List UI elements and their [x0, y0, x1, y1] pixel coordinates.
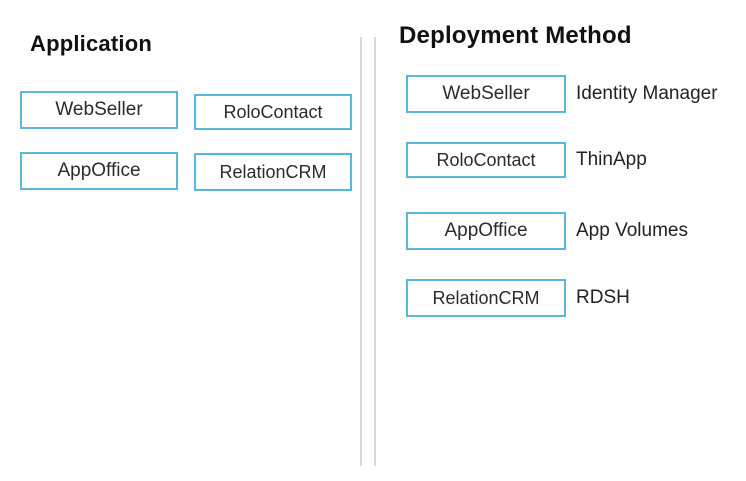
column-divider-line — [360, 37, 362, 466]
application-item-appoffice[interactable]: AppOffice — [20, 152, 178, 190]
application-item-relationcrm[interactable]: RelationCRM — [194, 153, 352, 191]
match-row-thinapp: RoloContact ThinApp — [406, 142, 647, 178]
column-divider-line — [374, 37, 376, 466]
method-label-thinapp: ThinApp — [576, 149, 647, 170]
match-row-app-volumes: AppOffice App Volumes — [406, 212, 688, 250]
deployment-method-heading: Deployment Method — [399, 22, 632, 49]
dropzone-app-volumes[interactable]: AppOffice — [406, 212, 566, 250]
match-row-rdsh: RelationCRM RDSH — [406, 279, 630, 317]
application-heading: Application — [30, 31, 152, 56]
application-item-rolocontact[interactable]: RoloContact — [194, 94, 352, 130]
method-label-identity-manager: Identity Manager — [576, 83, 718, 104]
method-label-rdsh: RDSH — [576, 287, 630, 308]
match-row-identity-manager: WebSeller Identity Manager — [406, 75, 718, 113]
dropzone-identity-manager[interactable]: WebSeller — [406, 75, 566, 113]
application-item-webseller[interactable]: WebSeller — [20, 91, 178, 129]
dropzone-thinapp[interactable]: RoloContact — [406, 142, 566, 178]
method-label-app-volumes: App Volumes — [576, 220, 688, 241]
dropzone-rdsh[interactable]: RelationCRM — [406, 279, 566, 317]
